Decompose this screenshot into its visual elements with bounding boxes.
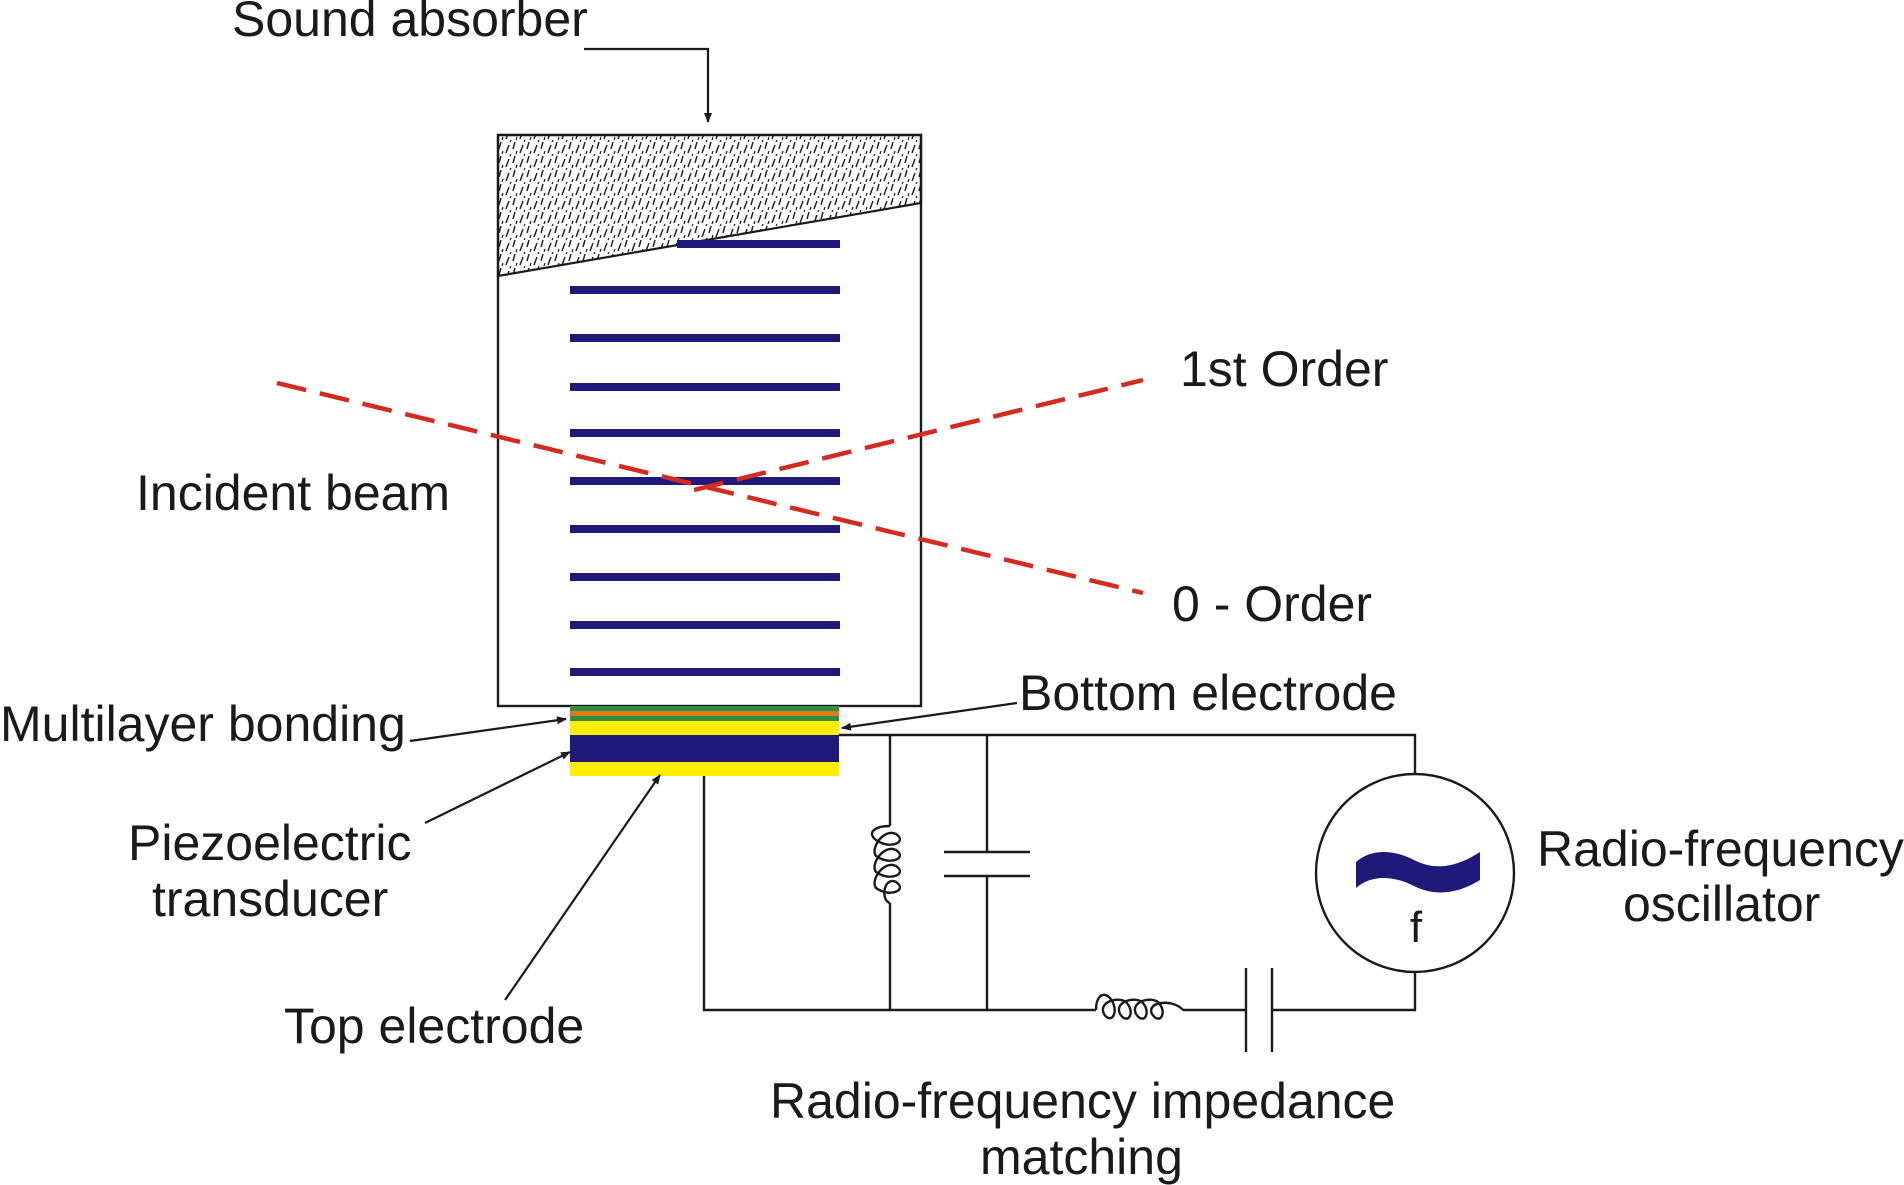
- bonding-layer-green-2: [570, 716, 839, 721]
- sound-absorber-arrow: [584, 47, 712, 123]
- acoustic-wavefronts: [570, 240, 840, 676]
- top-electrode-label: Top electrode: [284, 998, 584, 1054]
- bottom-electrode-layer: [570, 721, 839, 735]
- piezo-label-line2: transducer: [152, 871, 388, 927]
- ground-wire: [702, 776, 1096, 1012]
- oscillator-frequency-symbol: f: [1410, 903, 1423, 952]
- transducer-stack: [570, 706, 839, 776]
- sound-absorber-wedge: [496, 133, 923, 278]
- oscillator-return-wire: [1272, 973, 1417, 1012]
- piezo-arrow: [424, 751, 571, 824]
- piezo-layer: [570, 735, 839, 762]
- piezo-label-line1: Piezoelectric: [128, 815, 411, 871]
- top-electrode-arrow: [504, 774, 661, 1001]
- bottom-electrode-arrow: [841, 701, 1018, 731]
- rf-oscillator-label-line2: oscillator: [1623, 876, 1820, 932]
- multilayer-bonding-arrow: [409, 716, 567, 743]
- coil-inductor-icon: [870, 824, 902, 905]
- incident-beam-label: Incident beam: [136, 465, 450, 521]
- bonding-layer-green: [570, 706, 839, 711]
- first-order-label: 1st Order: [1180, 341, 1388, 397]
- series-coil-inductor-icon: [1094, 993, 1184, 1020]
- rf-circuit: f: [702, 733, 1516, 1052]
- sine-wave-in-circle-icon: [1356, 852, 1480, 893]
- rf-oscillator-label-line1: Radio-frequency: [1537, 821, 1904, 877]
- rf-impedance-label-line2: matching: [980, 1129, 1183, 1185]
- bottom-electrode-wire: [839, 733, 1417, 774]
- top-electrode-layer: [570, 762, 839, 776]
- first-order-beam: [693, 377, 1144, 493]
- zero-order-label: 0 - Order: [1172, 576, 1372, 632]
- bottom-electrode-label: Bottom electrode: [1019, 665, 1397, 721]
- multilayer-bonding-label: Multilayer bonding: [0, 696, 406, 752]
- sound-absorber-label: Sound absorber: [232, 0, 588, 47]
- bonding-layer-orange: [570, 711, 839, 716]
- rf-impedance-label-line1: Radio-frequency impedance: [770, 1073, 1395, 1129]
